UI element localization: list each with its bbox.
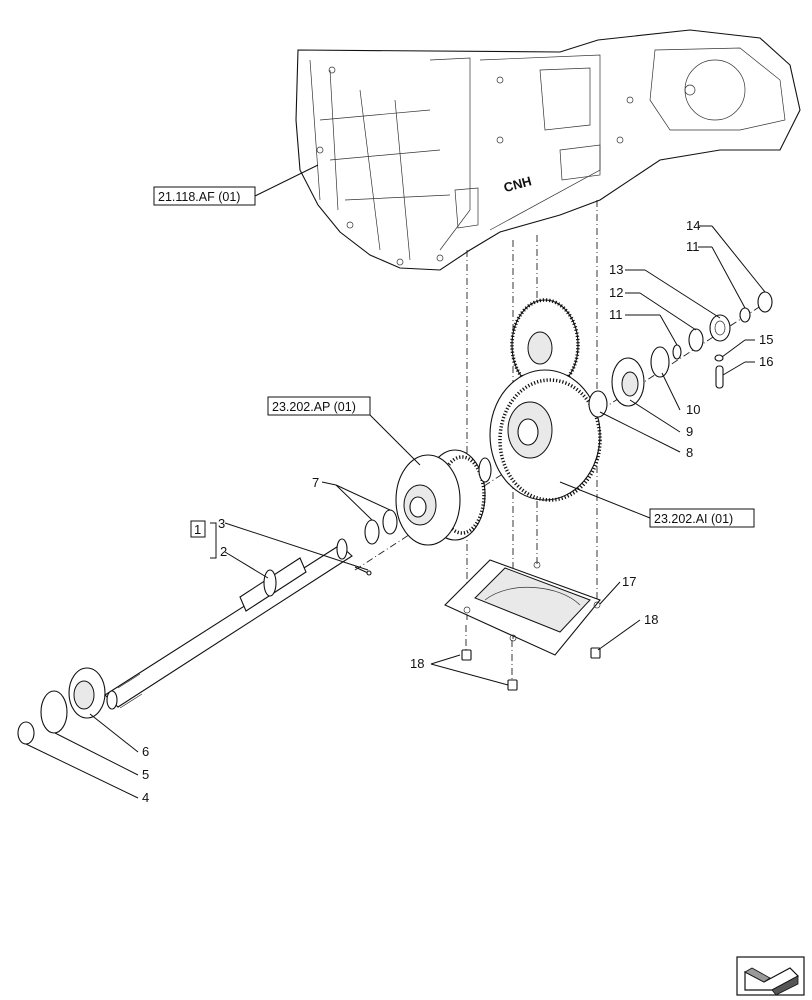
reference-housing[interactable]: 21.118.AF (01) — [153, 186, 256, 206]
callout-10: 10 — [686, 402, 700, 417]
callout-13: 13 — [609, 262, 623, 277]
assembly-bracket-label: 1 — [194, 522, 201, 537]
callout-15: 15 — [759, 332, 773, 347]
snap-rings — [364, 509, 398, 545]
main-shaft — [104, 538, 353, 710]
reference-gears-label: 23.202.AI (01) — [654, 512, 733, 526]
right-bearing-group — [588, 291, 773, 418]
callout-5: 5 — [142, 767, 149, 782]
callout-18a: 18 — [410, 656, 424, 671]
callout-7: 7 — [312, 475, 319, 490]
leader-lines — [25, 164, 766, 799]
callout-17: 17 — [622, 574, 636, 589]
callout-numbers: 2 3 4 5 6 7 8 9 10 11 11 12 13 14 15 16 … — [142, 218, 773, 805]
callout-8: 8 — [686, 445, 693, 460]
reference-gears[interactable]: 23.202.AI (01) — [649, 508, 755, 528]
pin — [354, 566, 372, 576]
gear-lower — [489, 369, 602, 502]
callout-16: 16 — [759, 354, 773, 369]
callout-4: 4 — [142, 790, 149, 805]
callout-18b: 18 — [644, 612, 658, 627]
callout-11a: 11 — [609, 307, 623, 322]
assembly-bracket: 1 — [190, 520, 206, 538]
planetary-assembly — [395, 449, 492, 546]
reference-planetary-label: 23.202.AP (01) — [272, 400, 356, 414]
arrow-nav-icon[interactable] — [736, 956, 805, 996]
callout-3: 3 — [218, 516, 225, 531]
front-bearing-group — [17, 667, 106, 745]
screws — [461, 647, 601, 691]
reference-planetary[interactable]: 23.202.AP (01) — [267, 396, 371, 416]
callout-2: 2 — [220, 544, 227, 559]
casting-mark: CNH — [502, 173, 533, 195]
callout-14: 14 — [686, 218, 700, 233]
callout-9: 9 — [686, 424, 693, 439]
cover-plate — [444, 559, 601, 656]
callout-6: 6 — [142, 744, 149, 759]
transmission-housing: CNH — [295, 29, 801, 271]
callout-11b: 11 — [686, 239, 700, 254]
callout-12: 12 — [609, 285, 623, 300]
reference-housing-label: 21.118.AF (01) — [158, 190, 240, 204]
